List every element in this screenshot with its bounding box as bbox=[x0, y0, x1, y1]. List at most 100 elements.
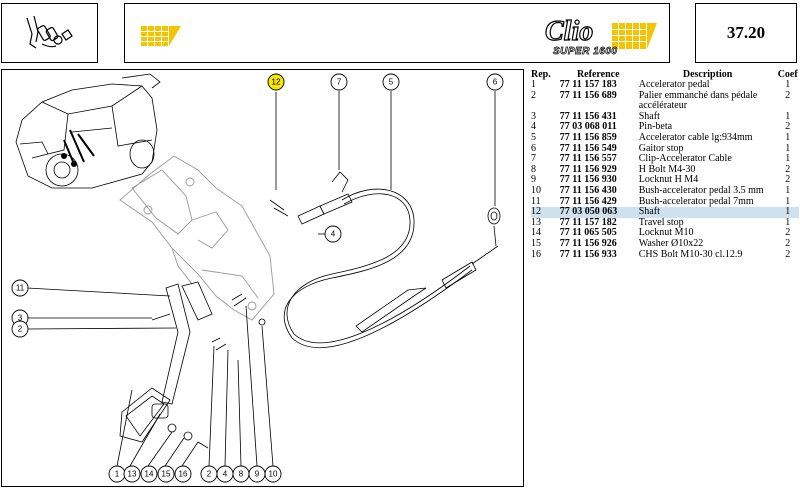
cell-description: Bush-accelerator pedal 7mm bbox=[638, 195, 754, 207]
cell-description: Travel stop bbox=[638, 216, 684, 228]
svg-text:15: 15 bbox=[162, 470, 171, 479]
svg-text:8: 8 bbox=[239, 470, 244, 479]
callout-2-left[interactable]: 2 bbox=[11, 320, 29, 338]
callout-7[interactable]: 7 bbox=[330, 73, 348, 91]
svg-text:6: 6 bbox=[493, 78, 498, 87]
cell-coef: 2 bbox=[785, 174, 791, 186]
cell-coef: 1 bbox=[785, 79, 791, 90]
table-row[interactable]: 13 77 11 157 182 Travel stop 1 bbox=[531, 216, 799, 229]
cell-reference: 77 11 156 549 bbox=[559, 142, 617, 154]
cell-coef: 2 bbox=[785, 227, 791, 239]
svg-text:14: 14 bbox=[145, 470, 154, 479]
page-number: 37.20 bbox=[726, 23, 766, 42]
cell-reference: 77 11 156 430 bbox=[559, 184, 617, 196]
cell-description: Clip-Accelerator Cable bbox=[638, 153, 732, 165]
cell-coef: 2 bbox=[785, 163, 791, 175]
table-row[interactable]: 11 77 11 156 429 Bush-accelerator pedal 7m… bbox=[531, 195, 799, 208]
callout-11[interactable]: 11 bbox=[11, 279, 29, 297]
diagram-canvas: .ln { fill: none; stroke: #000; stroke-w… bbox=[11, 73, 504, 483]
cell-description: Locknut M10 bbox=[638, 227, 694, 239]
callout-12[interactable]: 12 bbox=[267, 73, 285, 91]
cell-description: Washer Ø10x22 bbox=[638, 237, 704, 249]
cell-rep: 7 bbox=[531, 153, 536, 165]
callout-14[interactable]: 14 bbox=[140, 465, 158, 483]
cell-reference: 77 11 156 689 bbox=[559, 89, 617, 101]
cell-reference: 77 11 156 429 bbox=[559, 195, 617, 207]
car-illustration bbox=[15, 73, 161, 189]
cell-description: Accelerator cable lg:934mm bbox=[638, 131, 753, 143]
banner-graphic: Clio SUPER 1600 bbox=[141, 15, 657, 57]
cell-reference: 77 11 156 431 bbox=[559, 110, 617, 122]
leader-lines bbox=[26, 91, 496, 467]
callout-6[interactable]: 6 bbox=[486, 73, 504, 91]
svg-text:10: 10 bbox=[269, 470, 278, 479]
cell-reference: 77 11 065 505 bbox=[559, 227, 617, 239]
table-row[interactable]: 2 77 11 156 689 Palier emmanché dans pédal… bbox=[531, 89, 799, 112]
cell-coef: 1 bbox=[785, 184, 791, 196]
page-number-box: 37.20 bbox=[695, 3, 797, 63]
callout-10[interactable]: 10 bbox=[264, 465, 282, 483]
cell-coef: 1 bbox=[785, 153, 791, 165]
callout-4-bottom[interactable]: 4 bbox=[216, 465, 234, 483]
cell-rep: 13 bbox=[531, 216, 541, 228]
cell-coef: 2 bbox=[785, 89, 791, 101]
cell-reference: 77 11 157 183 bbox=[559, 79, 617, 90]
callout-8[interactable]: 8 bbox=[232, 465, 250, 483]
cell-rep: 16 bbox=[531, 248, 541, 260]
svg-text:4: 4 bbox=[223, 470, 228, 479]
callout-15[interactable]: 15 bbox=[157, 465, 175, 483]
cell-coef: 1 bbox=[785, 195, 791, 207]
svg-text:1: 1 bbox=[115, 470, 120, 479]
cell-coef: 2 bbox=[785, 248, 791, 260]
cell-description: Shaft bbox=[636, 207, 777, 218]
cell-description: Pin-beta bbox=[638, 121, 673, 133]
cell-description: Locknut H M4 bbox=[638, 174, 699, 186]
callout-16[interactable]: 16 bbox=[174, 465, 192, 483]
callout-9[interactable]: 9 bbox=[248, 465, 266, 483]
cell-rep: 2 bbox=[531, 89, 536, 101]
model-banner: Clio SUPER 1600 bbox=[124, 3, 670, 63]
cell-description: Gaitor stop bbox=[638, 142, 684, 154]
cell-rep: 15 bbox=[531, 237, 541, 249]
cell-rep: 11 bbox=[531, 195, 541, 207]
svg-text:12: 12 bbox=[272, 78, 281, 87]
cell-description: Palier emmanché dans pédale accélérateur bbox=[638, 89, 758, 112]
callout-5[interactable]: 5 bbox=[382, 73, 400, 91]
pedal-assembly-icon bbox=[26, 15, 73, 49]
cell-reference: 77 11 156 557 bbox=[559, 153, 617, 165]
cell-rep: 4 bbox=[531, 121, 536, 133]
pedal-bracket bbox=[119, 155, 275, 321]
cell-description: CHS Bolt M10-30 cl.12.9 bbox=[638, 248, 743, 260]
cell-rep: 3 bbox=[531, 110, 536, 122]
svg-text:2: 2 bbox=[207, 470, 212, 479]
callout-1[interactable]: 1 bbox=[108, 465, 126, 483]
svg-text:16: 16 bbox=[179, 470, 188, 479]
callout-4-mid[interactable]: 4 bbox=[324, 225, 342, 243]
cell-reference: 77 11 157 182 bbox=[559, 216, 617, 228]
svg-text:7: 7 bbox=[337, 78, 342, 87]
header-reference: Reference bbox=[576, 69, 620, 80]
callout-2-bottom[interactable]: 2 bbox=[200, 465, 218, 483]
pedal-arm bbox=[119, 199, 289, 449]
cell-coef: 1 bbox=[785, 216, 791, 228]
cell-coef: 1 bbox=[785, 142, 791, 154]
cell-rep: 1 bbox=[531, 79, 536, 90]
callout-13[interactable]: 13 bbox=[123, 465, 141, 483]
table-row[interactable]: 7 77 11 156 557 Clip-Accelerator Cable 1 bbox=[531, 154, 799, 165]
cell-coef: 1 bbox=[785, 131, 791, 143]
svg-text:9: 9 bbox=[255, 470, 260, 479]
